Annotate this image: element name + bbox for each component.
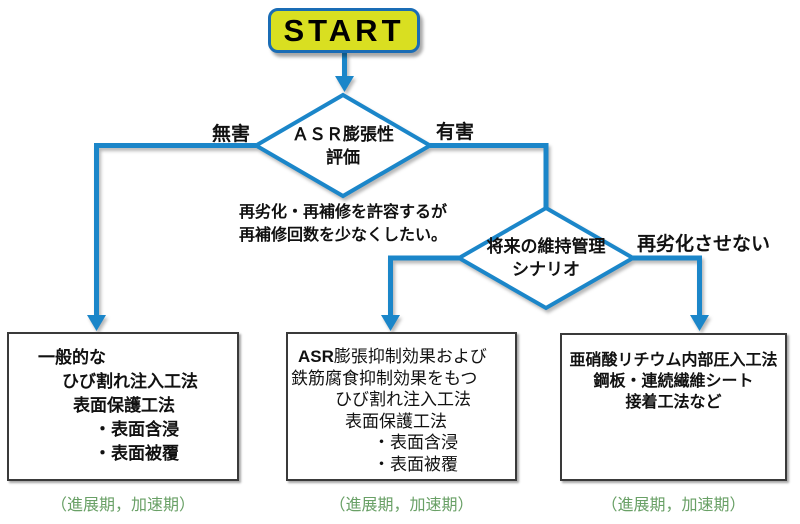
box1-line: ひび割れ注入工法 xyxy=(62,372,198,391)
box1-line: ・表面被覆 xyxy=(94,444,179,463)
box2-line: ひび割れ注入工法 xyxy=(335,390,471,409)
box2-line: 鉄筋腐食抑制効果をもつ xyxy=(291,368,478,388)
box1-line: 一般的な xyxy=(38,348,106,367)
edge-label-harmful: 有害 xyxy=(436,122,475,143)
arrowhead-to-box2 xyxy=(381,315,400,331)
decision1-line1: ＡＳＲ膨張性 xyxy=(292,124,394,144)
decision1-diamond-shape xyxy=(252,92,434,199)
connector-harmful-branch xyxy=(430,143,549,212)
box2-line: ・表面被覆 xyxy=(373,454,458,474)
option-box-asr-suppression-methods: ASR膨張抑制効果および 鉄筋腐食抑制効果をもつ ひび割れ注入工法 表面保護工法… xyxy=(286,332,517,481)
box3-line: 接着工法など xyxy=(625,394,722,411)
connector-scenario-left-branch xyxy=(388,255,459,315)
edge-label-harmless: 無害 xyxy=(212,124,251,145)
edge-label-allow-redeterioration-note: 再劣化・再補修を許容するが 再補修回数を少なくしたい。 xyxy=(215,201,471,247)
phase-caption-box3: （進展期，加速期） xyxy=(601,497,746,514)
box2-line: ・表面含浸 xyxy=(373,433,458,452)
decision2-line1: 将来の維持管理 xyxy=(486,236,606,256)
decision2-diamond-shape xyxy=(454,205,638,311)
arrowhead-to-box3 xyxy=(690,315,709,331)
decision2-future-maintenance-scenario: 将来の維持管理 シナリオ xyxy=(458,207,634,308)
phase-caption-box2: （進展期，加速期） xyxy=(329,497,474,514)
box2-line: ASR膨張抑制効果および xyxy=(298,346,515,368)
box1-line: ・表面含浸 xyxy=(94,420,179,439)
decision1-asr-expansion-evaluation: ＡＳＲ膨張性 評価 xyxy=(256,95,430,196)
box2-asr-prefix: ASR xyxy=(298,347,334,366)
connector-harmless-branch xyxy=(94,143,256,315)
decision2-line2: シナリオ xyxy=(512,259,580,279)
box2-line1-rest: 膨張抑制効果および xyxy=(333,347,487,366)
phase-caption-box1: （進展期，加速期） xyxy=(50,497,195,514)
option-box-lithium-nitrite-methods: 亜硝酸リチウム内部圧入工法 鋼板・連続繊維シート 接着工法など xyxy=(560,333,787,481)
connector-scenario-right-branch xyxy=(633,255,702,315)
start-node: START xyxy=(268,8,420,53)
edge-label-no-redeterioration: 再劣化させない xyxy=(637,234,771,255)
note-line1: 再劣化・再補修を許容するが xyxy=(238,204,447,221)
box3-line: 鋼板・連続繊維シート xyxy=(593,373,754,390)
option-box-general-methods: 一般的な ひび割れ注入工法 表面保護工法 ・表面含浸 ・表面被覆 xyxy=(7,332,239,481)
note-line2: 再補修回数を少なくしたい。 xyxy=(238,227,447,244)
arrowhead-to-box1 xyxy=(87,315,106,331)
start-label: START xyxy=(283,12,405,48)
box1-line: 表面保護工法 xyxy=(73,396,175,415)
box3-line: 亜硝酸リチウム内部圧入工法 xyxy=(569,352,778,369)
decision1-line2: 評価 xyxy=(326,147,360,167)
arrowhead-to-decision1 xyxy=(335,76,354,92)
box2-line: 表面保護工法 xyxy=(345,411,447,431)
